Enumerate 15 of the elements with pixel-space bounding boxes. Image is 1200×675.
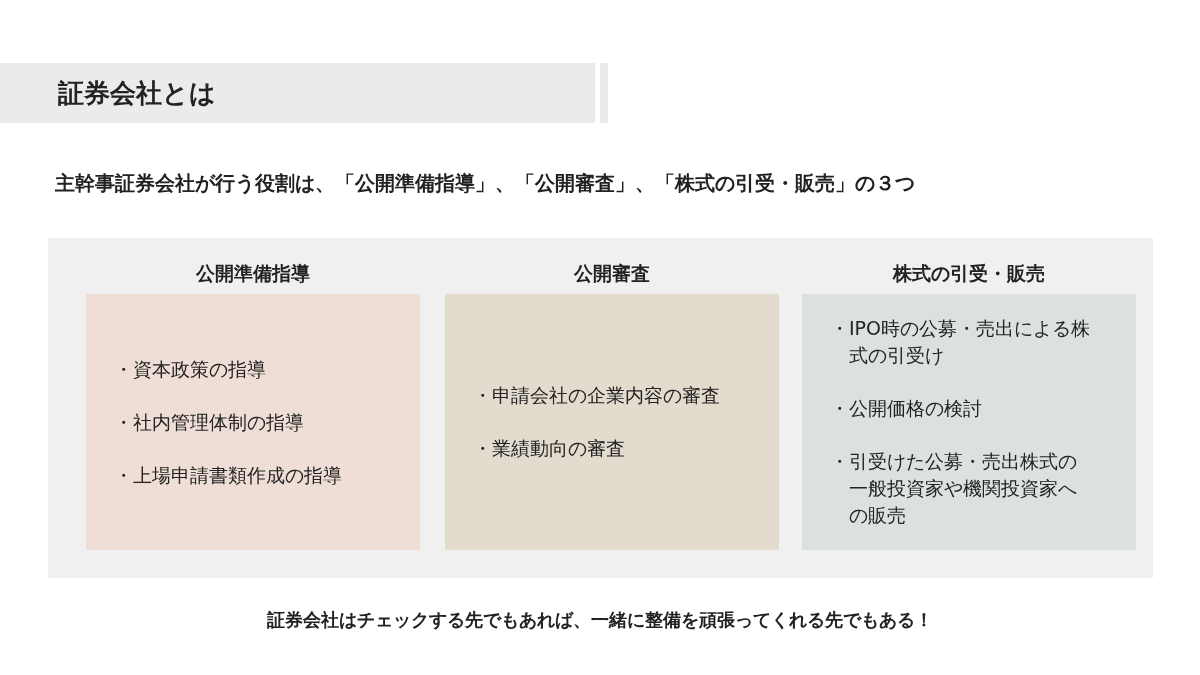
background-panel <box>48 238 1153 578</box>
summary-text: 証券会社はチェックする先でもあれば、一緒に整備を頑張ってくれる先でもある！ <box>266 608 934 632</box>
bullet-text: ・IPO時の公募・売出による株式の引受け <box>830 316 1092 368</box>
column-heading: 公開審査 <box>573 261 651 286</box>
bullet-text: ・社内管理体制の指導 <box>114 409 305 435</box>
slide-title: 証券会社とは <box>58 77 216 110</box>
bullet-text: ・資本政策の指導 <box>114 356 267 382</box>
bullet-text: ・公開価格の検討 <box>830 396 983 421</box>
bullet-text: ・業績動向の審査 <box>473 436 626 461</box>
bullet-text: ・引受けた公募・売出株式の一般投資家や機関投資家への販売 <box>830 449 1078 528</box>
column-heading: 公開準備指導 <box>195 261 311 286</box>
bullet-text: ・上場申請書類作成の指導 <box>114 462 343 488</box>
subtitle-text: 主幹事証券会社が行う役割は、「公開準備指導」、「公開審査」、「株式の引受・販売」の３つ <box>55 170 915 197</box>
bullet-text: ・申請会社の企業内容の審査 <box>473 383 721 408</box>
column-heading: 株式の引受・販売 <box>891 261 1046 286</box>
